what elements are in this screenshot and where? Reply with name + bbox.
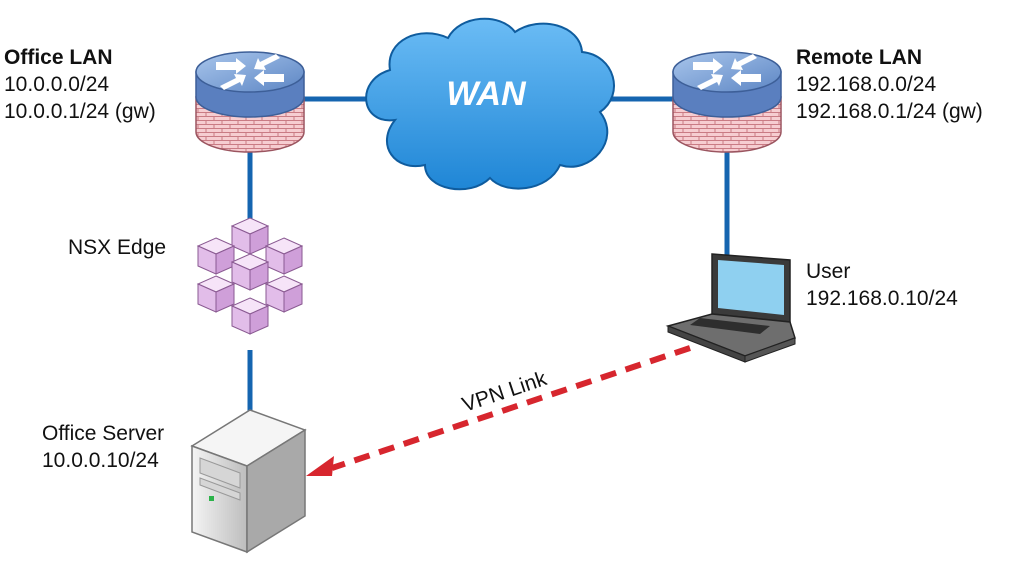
remote-lan-subnet: 192.168.0.0/24	[796, 73, 937, 96]
laptop-icon	[665, 253, 796, 363]
vpn-arrowhead-icon	[306, 456, 334, 476]
office-lan-subnet: 10.0.0.0/24	[4, 73, 110, 96]
office-server-block: Office Server 10.0.0.10/24	[42, 420, 164, 474]
office-server-ip: 10.0.0.10/24	[42, 449, 159, 472]
remote-lan-title: Remote LAN	[796, 46, 923, 69]
vpn-link: VPN Link	[306, 345, 691, 476]
router-firewall-icon	[195, 51, 305, 153]
user-block: User 192.168.0.10/24	[806, 258, 958, 312]
office-lan-gateway: 10.0.0.1/24 (gw)	[4, 100, 156, 123]
user-ip: 192.168.0.10/24	[806, 287, 958, 310]
remote-lan-gateway: 192.168.0.1/24 (gw)	[796, 100, 983, 123]
cloud-icon: WAN	[365, 17, 615, 191]
office-lan-block: Office LAN 10.0.0.0/24 10.0.0.1/24 (gw)	[4, 44, 156, 125]
remote-lan-block: Remote LAN 192.168.0.0/24 192.168.0.1/24…	[796, 44, 983, 125]
user-label: User	[806, 260, 851, 283]
office-server-label: Office Server	[42, 422, 165, 445]
router-firewall-icon	[672, 51, 782, 153]
nsx-edge-cubes-icon	[197, 217, 303, 335]
server-icon	[190, 409, 307, 554]
wan-label: WAN	[446, 75, 527, 113]
office-lan-title: Office LAN	[4, 46, 113, 69]
nsx-edge-label: NSX Edge	[68, 236, 167, 259]
